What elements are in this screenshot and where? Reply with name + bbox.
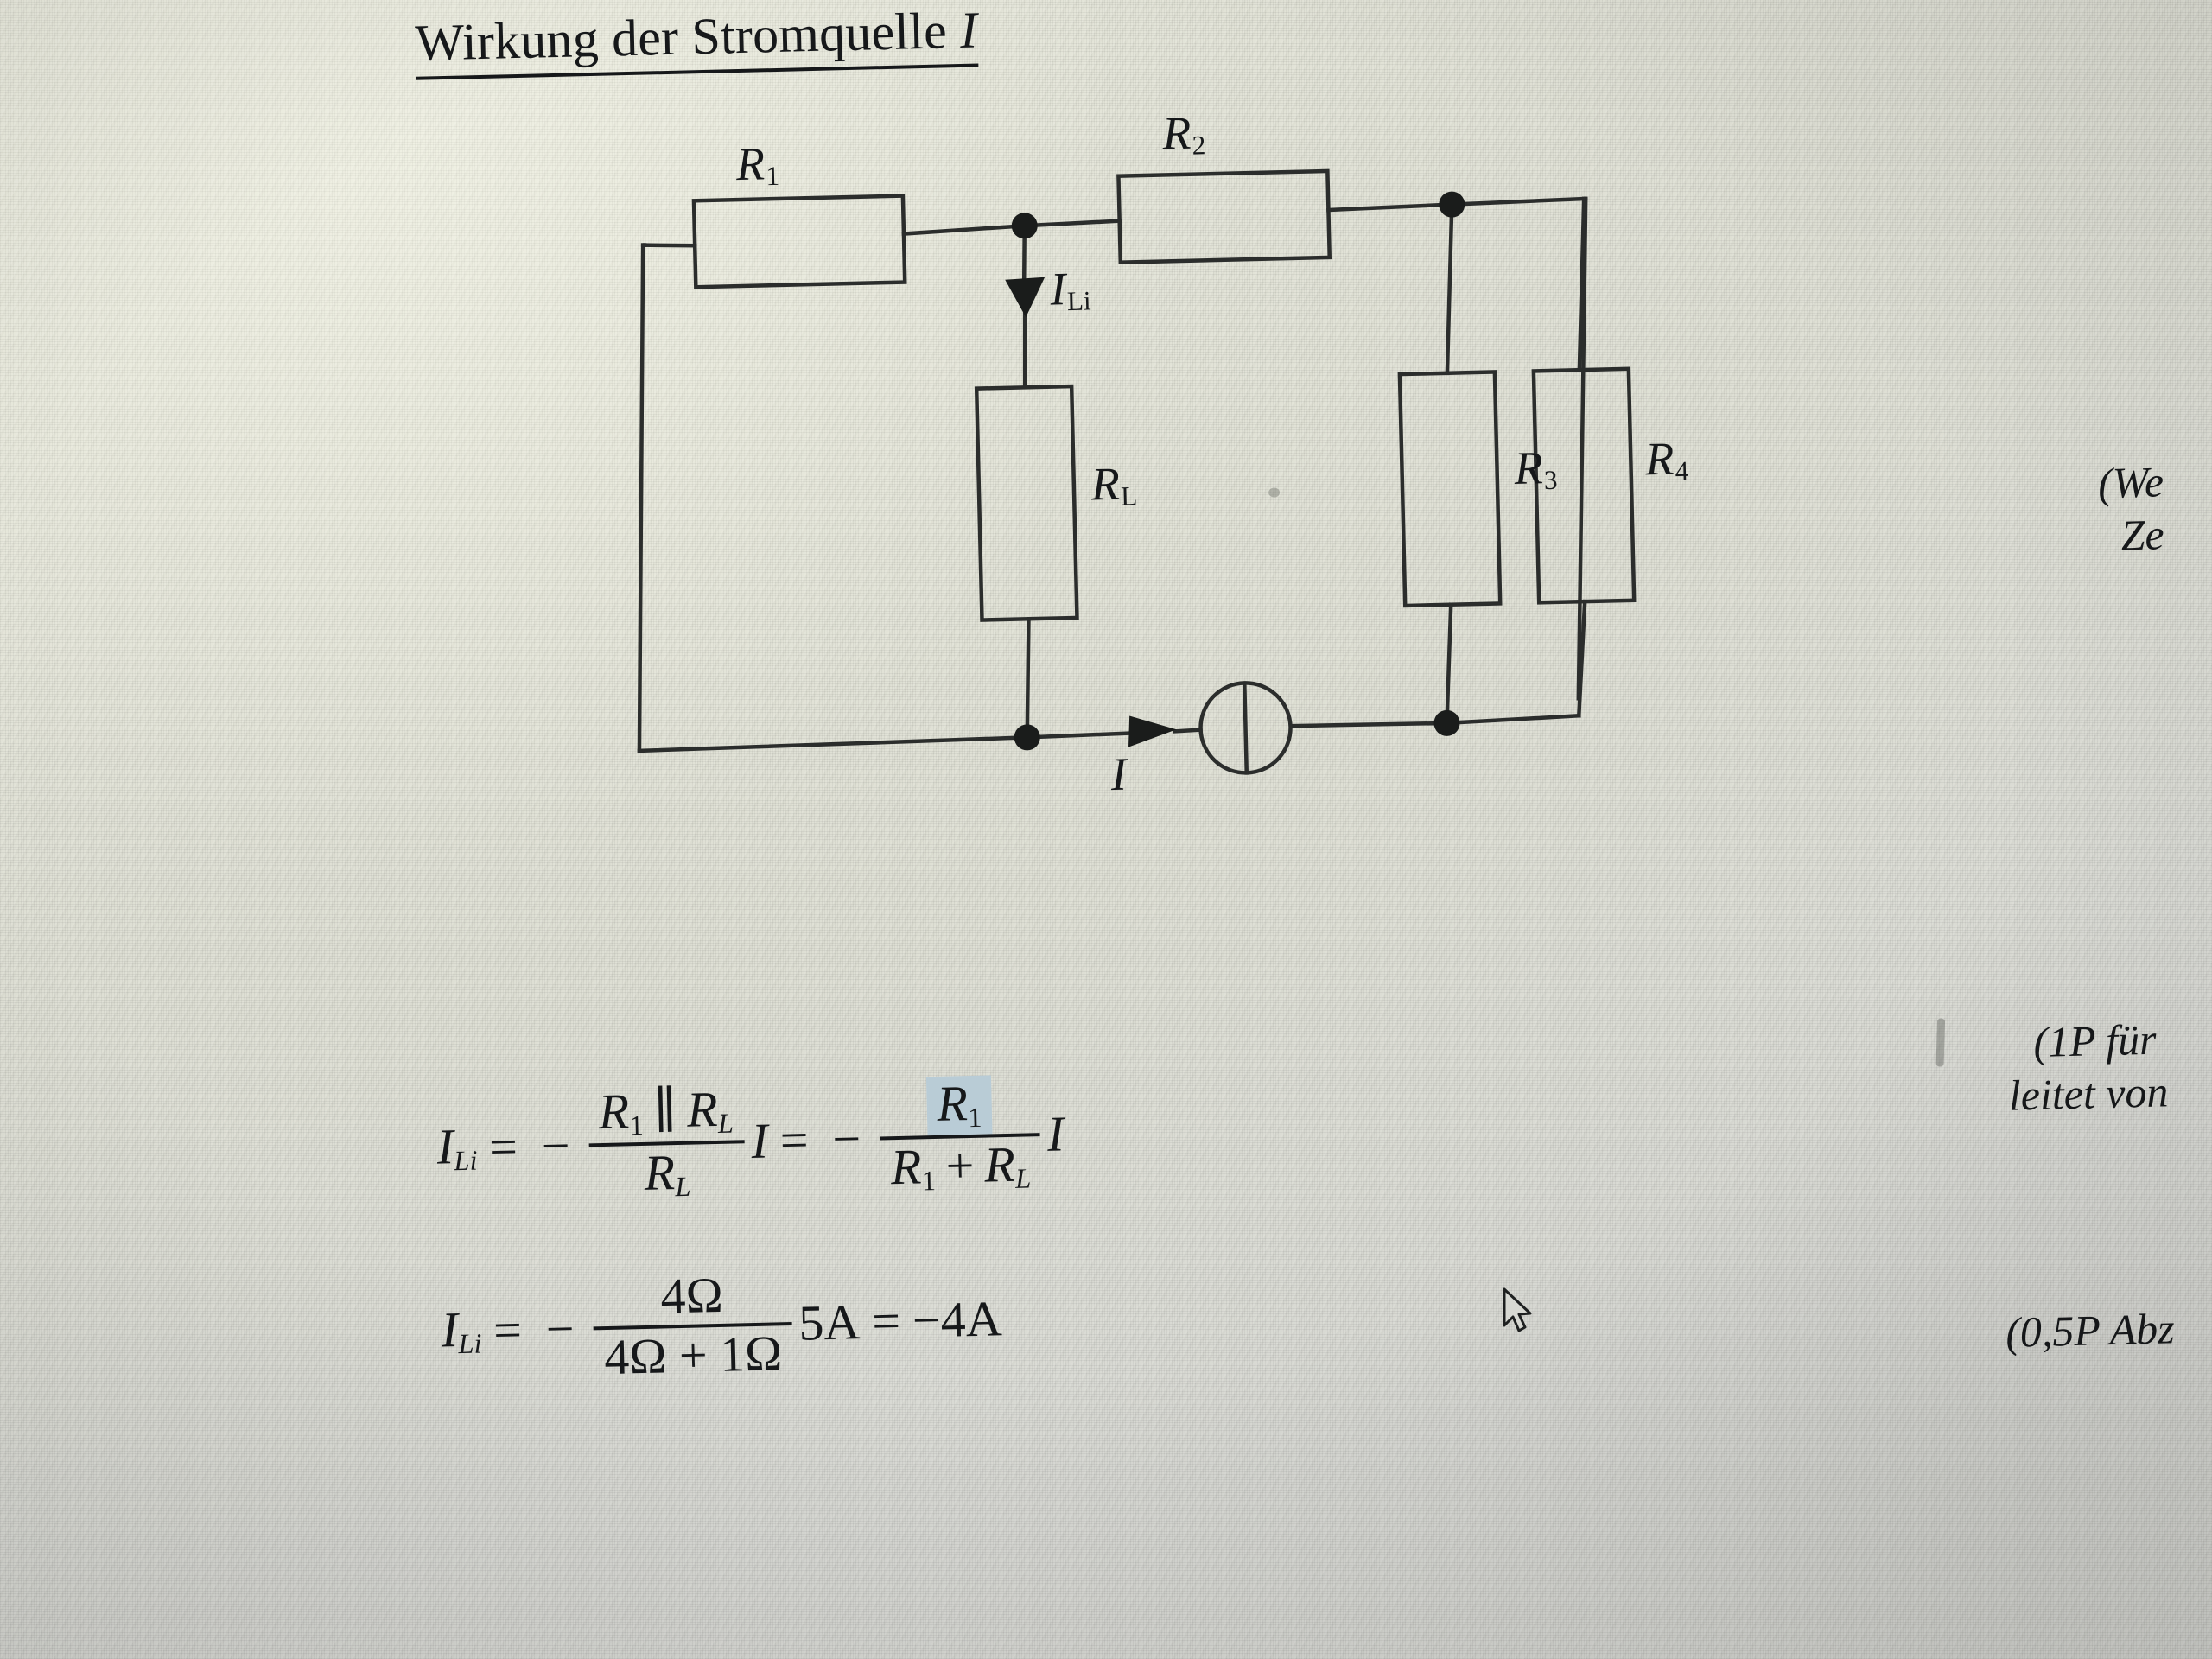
eq2-lhs: ILi	[440, 1300, 482, 1360]
junction-dot-nodeB	[1439, 191, 1465, 218]
circuit-diagram: R1 R2 RL R3 R4 ILi I	[592, 107, 1838, 1007]
resistor-R1-body	[691, 194, 907, 289]
wire-source-to-nodeC	[1289, 721, 1449, 728]
eq1-fraction-2-denominator: R1+RL	[890, 1136, 1032, 1198]
wire-bottom-right	[1445, 713, 1581, 726]
wire-right	[1576, 196, 1588, 701]
eq2-fraction-denominator: 4Ω + 1Ω	[603, 1325, 783, 1385]
current-arrow-I	[1128, 715, 1177, 747]
eq1-equals-1: =	[488, 1118, 518, 1176]
eq1-fraction-1: R1∥RL RL	[588, 1081, 746, 1206]
stray-mark	[1936, 1018, 1946, 1067]
margin-note-top: (We Ze	[2097, 455, 2165, 563]
wire-bottom-to-arrow	[1025, 731, 1134, 740]
wire-top-left-stub	[640, 243, 697, 248]
resistor-R3-body	[1397, 370, 1503, 608]
eq1-fraction-1-numerator: R1∥RL	[597, 1080, 734, 1142]
resistor-label-R4: R4	[1644, 432, 1689, 486]
eq2-fraction-numerator: 4Ω	[659, 1266, 724, 1325]
page-title: Wirkung der Stromquelle I	[414, 0, 979, 80]
junction-dot-nodeA	[1011, 213, 1038, 239]
eq2-equals-1: =	[493, 1301, 523, 1358]
current-label-ILi: ILi	[1049, 263, 1092, 316]
page-title-symbol: I	[959, 1, 978, 59]
resistor-RL-body	[974, 384, 1079, 622]
eq1-minus-2: −	[831, 1110, 861, 1167]
wire-corner-to-R4	[1577, 196, 1586, 372]
eq2-factor-5A: 5A	[798, 1293, 861, 1351]
circuit-schematic-svg	[637, 168, 1637, 775]
margin-note-middle-line-1: (1P für	[2032, 1014, 2158, 1067]
current-arrow-ILi	[1005, 276, 1046, 318]
junction-dot-nodeC	[1433, 709, 1460, 736]
eq1-equals-2: =	[779, 1111, 810, 1169]
junction-dot-nodeD	[1014, 724, 1040, 751]
eq1-fraction-2: R1 R1+RL	[879, 1074, 1042, 1199]
eq2-fraction: 4Ω 4Ω + 1Ω	[592, 1266, 793, 1386]
current-label-I: I	[1110, 747, 1128, 801]
wire-nodeB-to-corner	[1449, 196, 1588, 207]
eq1-fraction-1-denominator: RL	[643, 1144, 691, 1204]
page-title-text: Wirkung der Stromquelle	[414, 1, 961, 72]
wire-bottom-left	[637, 735, 1030, 753]
wire-RL-to-bottom	[1025, 616, 1031, 740]
margin-note-bottom: (0,5P Abz	[2005, 1302, 2176, 1359]
wire-nodeA-down-2	[1022, 312, 1027, 390]
margin-note-top-line-1: (We	[2097, 457, 2164, 508]
wire-left	[637, 243, 645, 753]
margin-note-top-line-2: Ze	[2120, 510, 2165, 560]
current-source-divider	[1243, 682, 1249, 775]
wire-arrow-to-source	[1173, 728, 1203, 734]
eq2-equals-2: =	[871, 1292, 901, 1350]
resistor-R2-body	[1116, 168, 1332, 264]
resistor-label-R2: R2	[1161, 106, 1206, 161]
eq1-factor-I-2: I	[1046, 1105, 1065, 1163]
margin-note-middle-line-2: leitet von	[2008, 1067, 2170, 1120]
eq1-lhs: ILi	[435, 1118, 478, 1178]
eq1-fraction-2-numerator: R1	[925, 1075, 993, 1136]
wire-R3-to-bottom	[1445, 602, 1453, 726]
equation-line-1: ILi = − R1∥RL RL I = − R1 R1+RL I	[435, 1073, 1065, 1209]
margin-note-bottom-line-1: (0,5P Abz	[2005, 1304, 2176, 1357]
eq2-minus-1: −	[545, 1300, 575, 1357]
resistor-label-R3: R3	[1513, 442, 1558, 496]
resistor-label-RL: RL	[1090, 457, 1138, 512]
wire-R1-to-nodeA	[901, 223, 1027, 236]
equation-line-2: ILi = − 4Ω 4Ω + 1Ω 5A = −4A	[440, 1261, 1003, 1389]
wire-R2-to-nodeB	[1326, 202, 1454, 213]
wire-nodeB-to-R3	[1445, 202, 1454, 376]
wire-nodeA-to-R2	[1022, 219, 1122, 228]
margin-note-middle: (1P für leitet von	[2007, 1013, 2169, 1122]
wire-R4-to-bottom	[1576, 599, 1587, 718]
resistor-label-R1: R1	[735, 137, 780, 192]
eq1-factor-I-1: I	[750, 1112, 769, 1170]
eq2-result: −4A	[912, 1290, 1003, 1349]
eq1-minus-1: −	[541, 1117, 571, 1174]
